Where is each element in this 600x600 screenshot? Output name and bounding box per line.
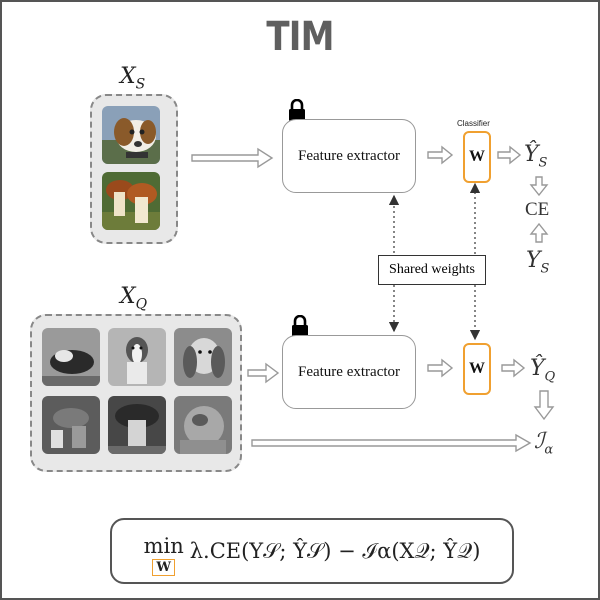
query-image-5 (108, 396, 166, 454)
arrow-support-to-fe (191, 147, 274, 169)
shared-weights-box: Shared weights (378, 255, 486, 285)
mushroom-image (102, 172, 160, 230)
dog-image (102, 106, 160, 164)
arrow-yhat-q-to-info (533, 390, 555, 421)
min-weights: W (152, 559, 175, 576)
arrow-fe-to-w-support (427, 145, 454, 165)
lock-icon (288, 98, 306, 121)
yhat-support: ŶS (524, 142, 548, 171)
arrow-query-to-info (251, 433, 532, 453)
arrow-yhat-s-to-ce (529, 176, 549, 197)
yhat-query: ŶQ (530, 356, 556, 385)
lock-icon (291, 314, 309, 337)
min-operator: min W (143, 534, 184, 576)
query-image-3 (174, 328, 232, 386)
feature-extractor-query: Feature extractor (282, 335, 416, 409)
query-set-panel (30, 314, 242, 472)
ce-label: CE (525, 199, 550, 220)
formula-expression: λ.CE(Y𝒮; Ŷ𝒮) − ℐα(X𝒬; Ŷ𝒬) (189, 538, 481, 563)
query-image-6 (174, 396, 232, 454)
arrow-w-to-yhat-q (501, 358, 526, 378)
classifier-weights-support: W (463, 131, 491, 183)
y-support: YS (526, 248, 550, 277)
support-set-panel (90, 94, 178, 244)
figure-title: TIM (266, 14, 334, 60)
query-image-1 (42, 328, 100, 386)
support-set-label: XS (120, 64, 146, 93)
classifier-label: Classifier (457, 119, 490, 128)
feature-extractor-support: Feature extractor (282, 119, 416, 193)
query-set-label: XQ (120, 284, 148, 313)
arrow-fe-to-w-query (427, 358, 454, 378)
query-image-2 (108, 328, 166, 386)
query-image-4 (42, 396, 100, 454)
arrow-query-to-fe (247, 362, 280, 384)
objective-formula: min W λ.CE(Y𝒮; Ŷ𝒮) − ℐα(X𝒬; Ŷ𝒬) (110, 518, 514, 584)
arrow-ys-to-ce (529, 222, 549, 243)
arrow-w-to-yhat-s (497, 145, 522, 165)
classifier-weights-query: W (463, 343, 491, 395)
mutual-info-label: ℐα (534, 429, 554, 458)
